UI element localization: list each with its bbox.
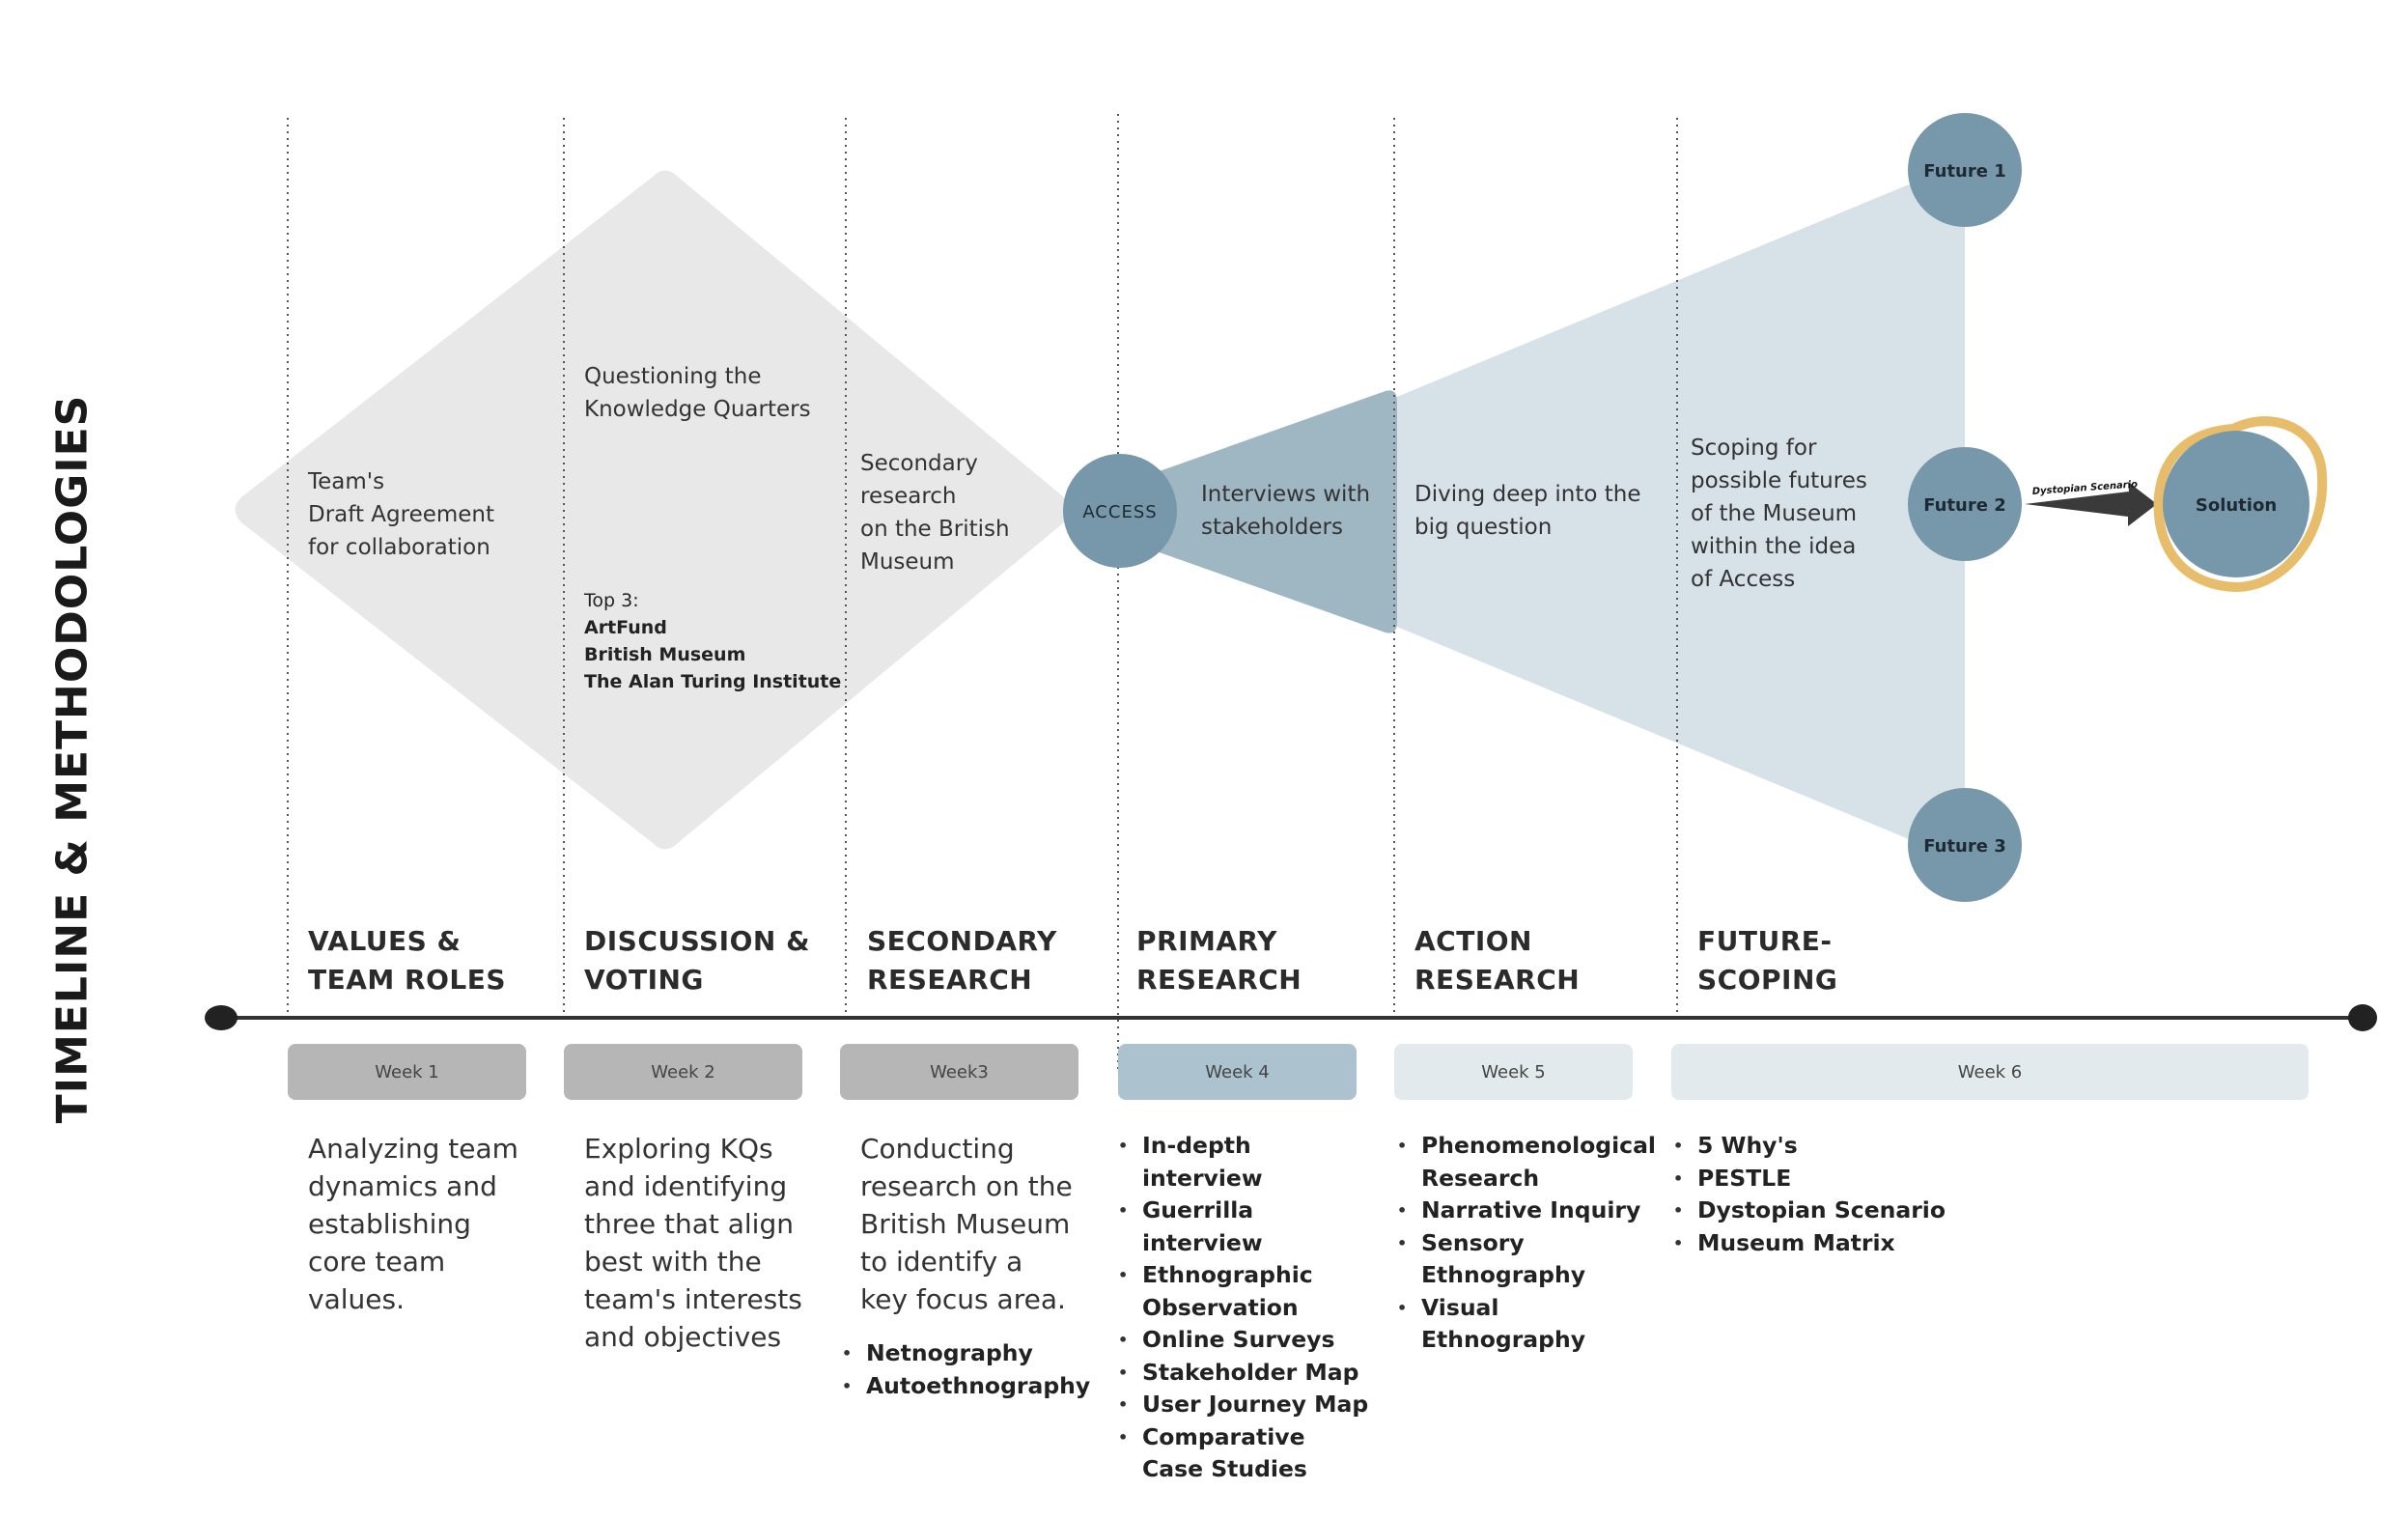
team-agreement-text: Team's Draft Agreement for collaboration — [308, 469, 495, 560]
method-item: Autoethnography — [842, 1370, 1090, 1403]
method-item: Visual Ethnography — [1397, 1292, 1658, 1357]
phase-description-discussion: Exploring KQs and identifying three that… — [584, 1133, 802, 1353]
method-item: In-depth interview — [1118, 1130, 1369, 1195]
diving-text: Diving deep into the big question — [1414, 482, 1641, 540]
access-label: ACCESS — [1082, 502, 1157, 522]
phase-title-future-scoping: FUTURE-SCOPING — [1697, 925, 1838, 996]
interviews-funnel — [1154, 390, 1397, 633]
top3-label: Top 3: — [584, 590, 639, 611]
future-1-circle — [1908, 113, 2022, 227]
method-item: Narrative Inquiry — [1397, 1195, 1658, 1227]
top3-item: British Museum — [584, 644, 746, 665]
interviews-text: Interviews with stakeholders — [1201, 482, 1371, 540]
timeline-start-dot — [205, 1005, 238, 1030]
top3-item: ArtFund — [584, 617, 667, 638]
top3-block: Top 3: ArtFund British Museum The Alan T… — [584, 587, 841, 695]
week-4-pill: Week 4 — [1118, 1044, 1357, 1100]
future-1-label: Future 1 — [1923, 161, 2006, 182]
future-2-label: Future 2 — [1923, 495, 2006, 516]
questioning-text: Questioning the Knowledge Quarters — [584, 364, 811, 422]
method-item: Guerrilla interview — [1118, 1195, 1369, 1259]
future-funnel — [1120, 161, 1965, 862]
phase-description-values: Analyzing team dynamics and establishing… — [308, 1133, 518, 1315]
methods-list-primary: In-depth interview Guerrilla interview E… — [1118, 1130, 1369, 1486]
week-5-pill: Week 5 — [1394, 1044, 1633, 1100]
method-item: Dystopian Scenario — [1673, 1195, 1963, 1227]
method-item: Sensory Ethnography — [1397, 1227, 1585, 1292]
exploration-diamond — [235, 170, 1071, 850]
phase-title-discussion: DISCUSSION &VOTING — [584, 925, 811, 996]
future-2-circle — [1908, 447, 2022, 561]
scoping-text: Scoping for possible futures of the Muse… — [1691, 436, 1867, 592]
method-item: Phenomenological Research — [1397, 1130, 1663, 1195]
method-item: PESTLE — [1673, 1163, 1963, 1195]
method-item: Comparative Case Studies — [1118, 1421, 1364, 1486]
phase-title-values: VALUES &TEAM ROLES — [308, 925, 507, 996]
method-item: Online Surveys — [1118, 1324, 1369, 1357]
method-item: Museum Matrix — [1673, 1227, 1963, 1260]
side-title: TIMELINE & METHODOLOGIES — [47, 394, 98, 1124]
solution-label: Solution — [2196, 495, 2277, 516]
method-item: User Journey Map — [1118, 1389, 1369, 1421]
week-3-pill: Week3 — [840, 1044, 1078, 1100]
timeline-end-dot — [2348, 1004, 2377, 1031]
methods-list-secondary: Netnography Autoethnography — [842, 1337, 1090, 1402]
access-circle — [1063, 454, 1177, 568]
dystopian-arrow — [2025, 482, 2157, 526]
method-item: Ethnographic Observation — [1118, 1259, 1316, 1324]
week-2-pill: Week 2 — [564, 1044, 802, 1100]
method-item: Netnography — [842, 1337, 1090, 1370]
solution-circle — [2163, 431, 2310, 577]
week-6-pill: Week 6 — [1671, 1044, 2309, 1100]
week-1-pill: Week 1 — [288, 1044, 526, 1100]
top3-item: The Alan Turing Institute — [584, 671, 842, 692]
method-item: 5 Why's — [1673, 1130, 1963, 1163]
methods-list-future-scoping: 5 Why's PESTLE Dystopian Scenario Museum… — [1673, 1130, 1963, 1259]
phase-description-secondary: Conducting research on the British Museu… — [860, 1133, 1073, 1315]
future-3-label: Future 3 — [1923, 836, 2006, 857]
future-3-circle — [1908, 788, 2022, 902]
solution-ring — [2153, 416, 2328, 593]
methods-list-action: Phenomenological Research Narrative Inqu… — [1397, 1130, 1658, 1357]
week-separators — [287, 114, 1678, 1072]
method-item: Stakeholder Map — [1118, 1357, 1369, 1390]
secondary-text: Secondary research on the British Museum — [860, 451, 1010, 575]
